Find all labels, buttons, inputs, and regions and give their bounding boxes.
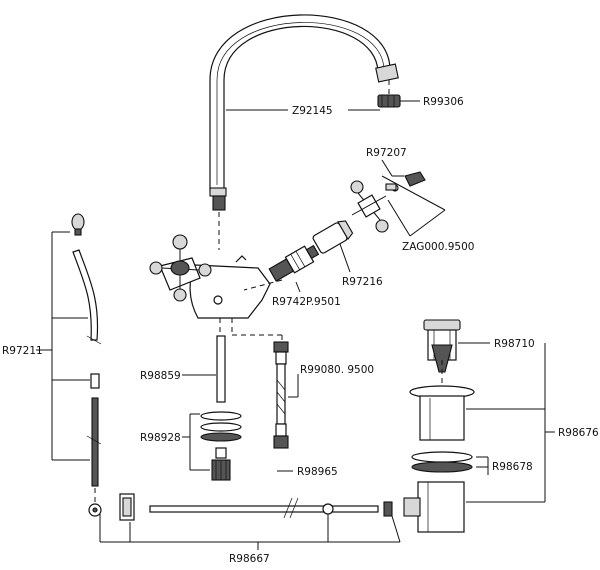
hose-part bbox=[273, 341, 293, 472]
leader-lines bbox=[36, 100, 555, 550]
label-washer: R98965 bbox=[297, 466, 338, 478]
label-aerator: R99306 bbox=[423, 96, 464, 108]
label-stud: R98859 bbox=[140, 370, 181, 382]
label-cap: R97216 bbox=[342, 276, 383, 288]
label-pull-rod: R98667 bbox=[229, 553, 270, 565]
label-cartridge: R9742P.9501 bbox=[272, 296, 341, 308]
mixer-body-part bbox=[149, 234, 271, 319]
label-gaskets: R98678 bbox=[492, 461, 533, 473]
label-plug: R98710 bbox=[494, 338, 535, 350]
label-fixing-set: R98928 bbox=[140, 432, 181, 444]
label-hose: R99080. 9500 bbox=[300, 364, 374, 376]
lift-rod-part bbox=[71, 213, 102, 517]
pull-rod-part bbox=[119, 493, 393, 521]
label-lift-rod: R97211 bbox=[2, 345, 43, 357]
part-labels: Z92145 R99306 R97207 ZAG000.9500 R97216 … bbox=[2, 96, 599, 565]
spout-part bbox=[209, 14, 399, 211]
aerator-part bbox=[377, 94, 401, 108]
label-waste: R98676 bbox=[558, 427, 599, 439]
label-handle-set: R97207 bbox=[366, 147, 407, 159]
label-handle-assembly: ZAG000.9500 bbox=[402, 241, 474, 253]
cap-part bbox=[312, 220, 354, 254]
cartridge-part bbox=[268, 244, 320, 282]
waste-part bbox=[403, 319, 475, 533]
handle-part bbox=[350, 171, 426, 233]
stud-part bbox=[200, 335, 242, 481]
label-spout: Z92145 bbox=[292, 105, 333, 117]
